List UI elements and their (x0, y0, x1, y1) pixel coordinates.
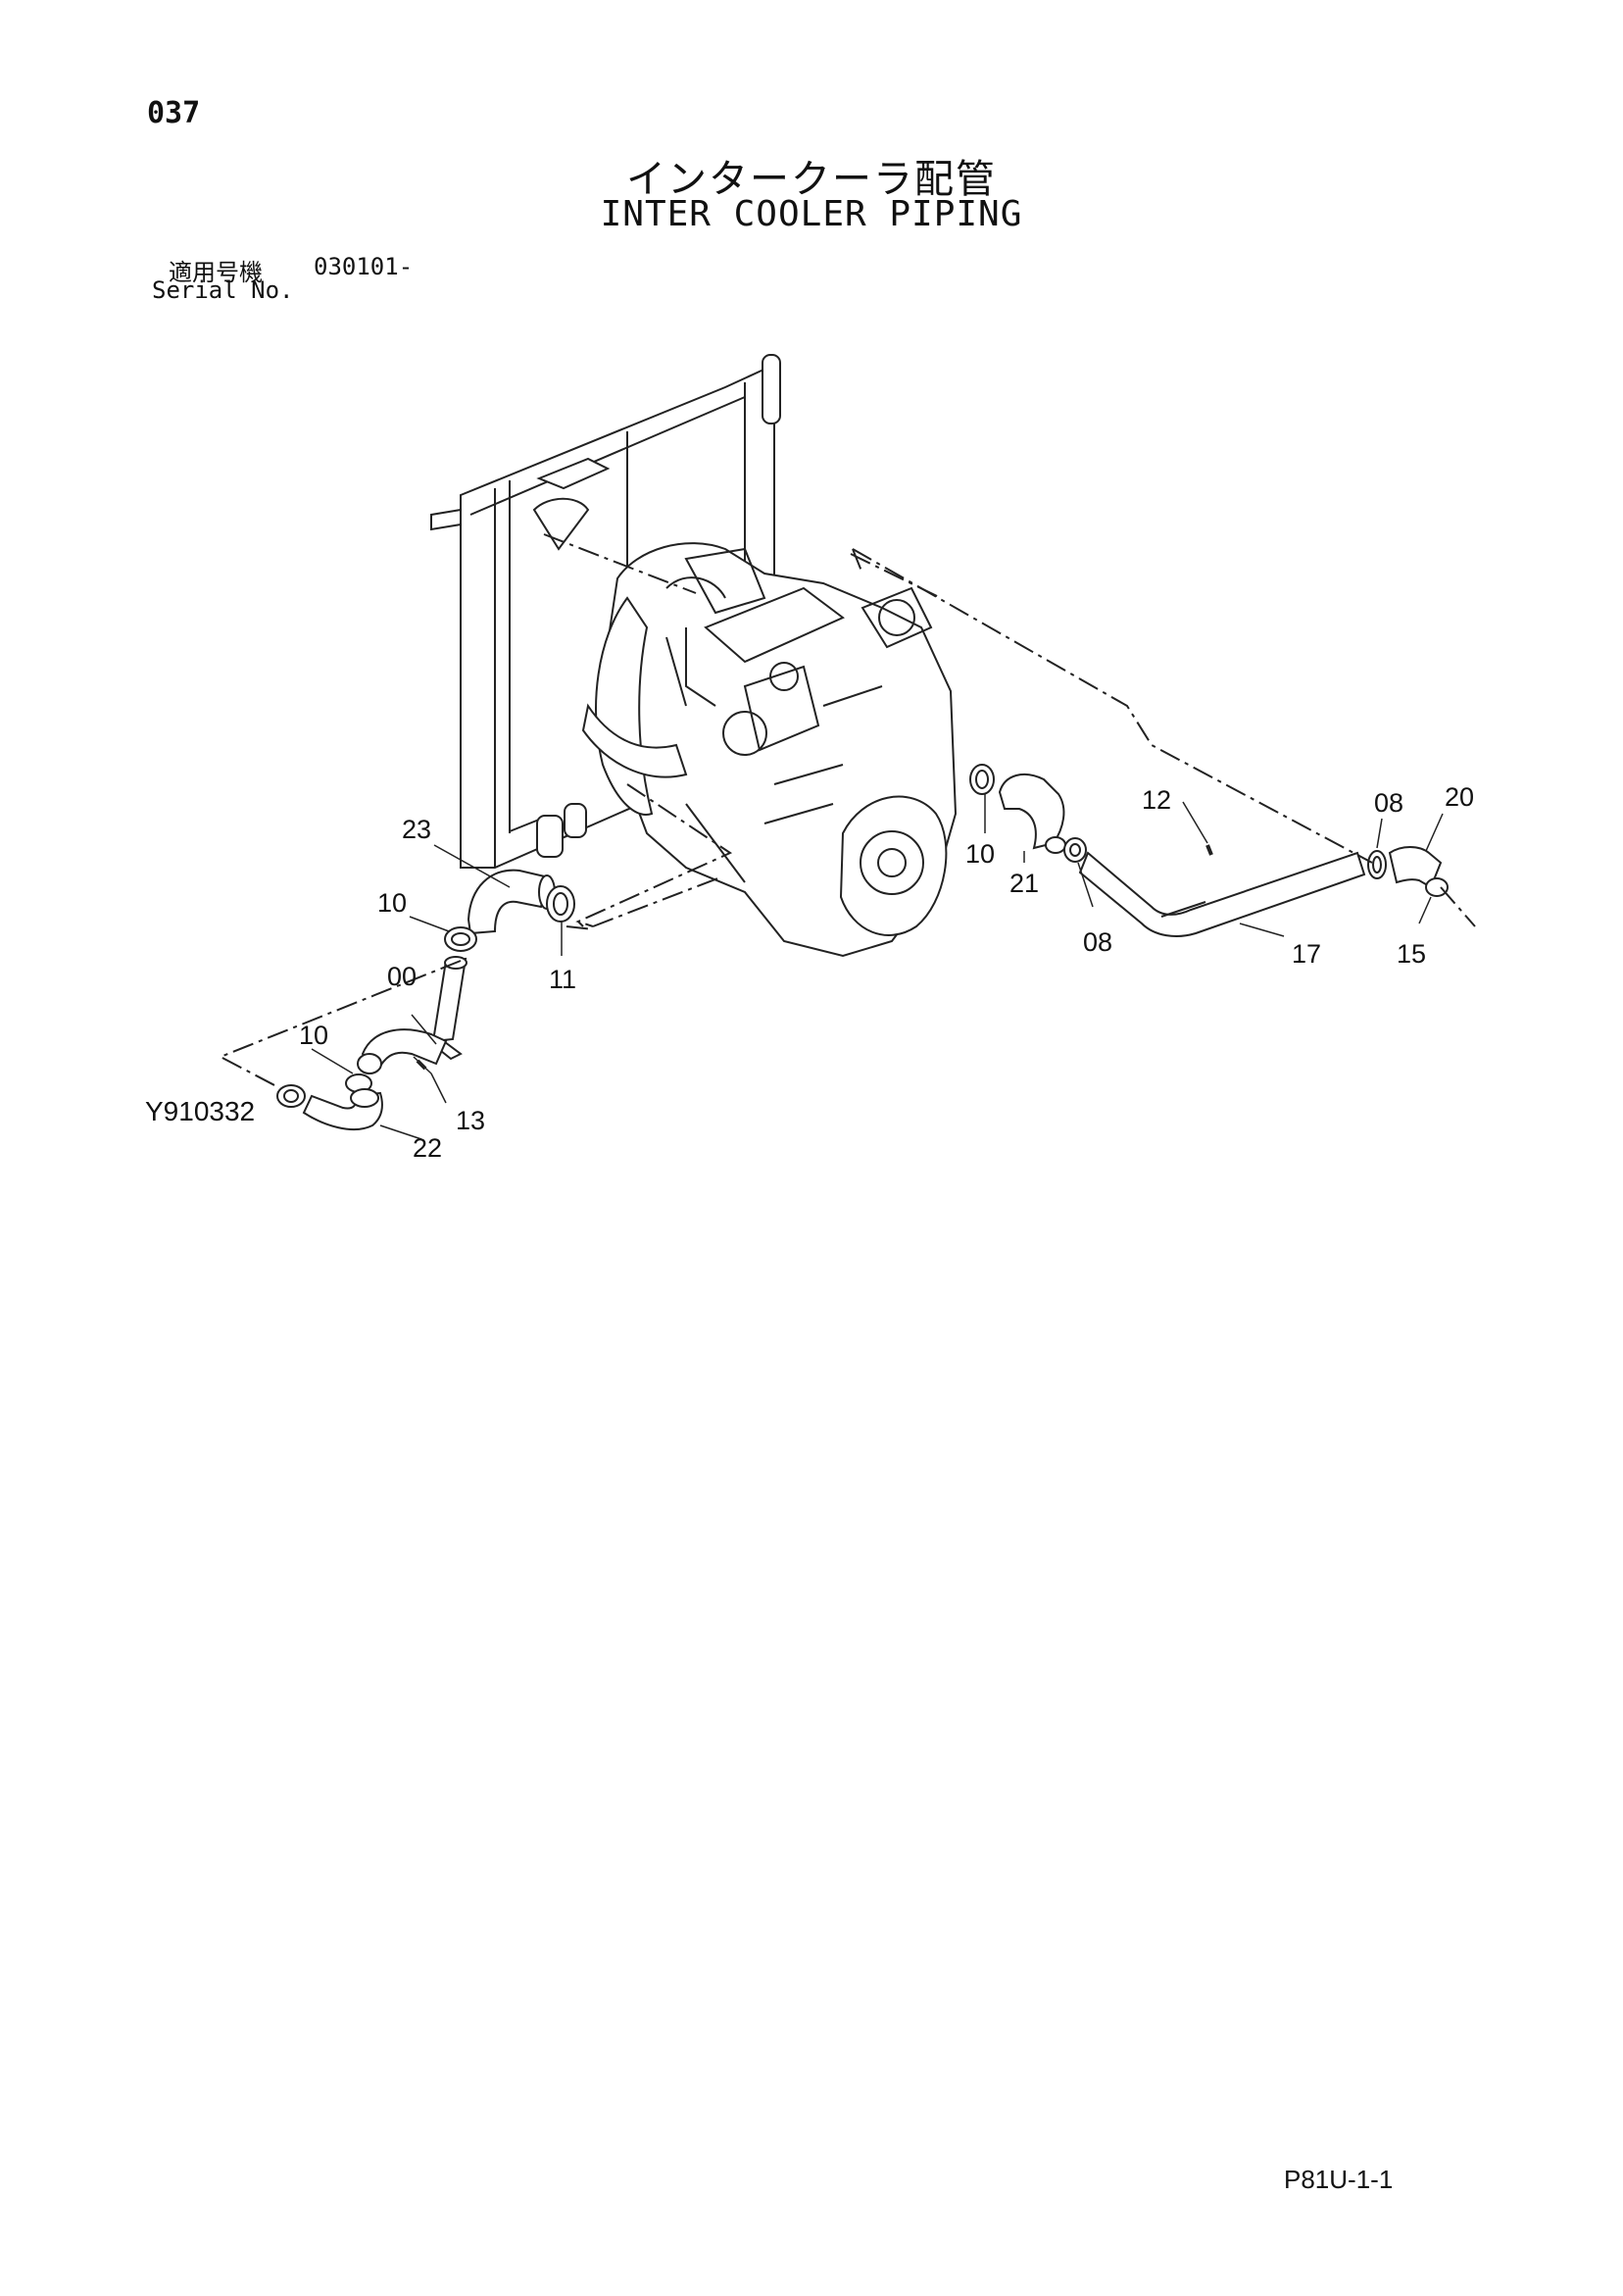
page-number: 037 (147, 96, 201, 130)
callout-00: 00 (387, 962, 417, 991)
leader-lines (311, 794, 1444, 1140)
callout-12: 12 (1142, 785, 1171, 815)
callout-23: 23 (402, 815, 431, 844)
figure-id: Y910332 (145, 1096, 256, 1126)
callout-13: 13 (456, 1106, 485, 1135)
callout-labels: 23 10 00 10 13 22 11 10 21 08 12 17 08 2… (299, 782, 1474, 1163)
callout-22: 22 (413, 1133, 442, 1163)
callout-10: 10 (299, 1021, 328, 1050)
callout-10: 10 (377, 888, 407, 918)
callout-15: 15 (1397, 939, 1426, 969)
title-english: INTER COOLER PIPING (600, 194, 1023, 234)
inter-cooler-pipes (276, 764, 1449, 1130)
callout-10: 10 (965, 839, 995, 869)
callout-11: 11 (549, 965, 576, 994)
page-code: P81U-1-1 (1284, 2165, 1394, 2194)
callout-08: 08 (1374, 788, 1403, 818)
callout-17: 17 (1292, 939, 1321, 969)
serial-label-japanese: 適用号機 (169, 259, 263, 286)
callout-21: 21 (1009, 869, 1039, 898)
title-japanese: インタークーラ配管 (626, 157, 997, 202)
serial-range: 030101- (314, 253, 414, 280)
serial-label-english: Serial No. (152, 276, 294, 304)
callout-08: 08 (1083, 927, 1112, 957)
assembly-lines (218, 533, 1476, 1087)
callout-20: 20 (1445, 782, 1474, 812)
engine (581, 542, 958, 958)
